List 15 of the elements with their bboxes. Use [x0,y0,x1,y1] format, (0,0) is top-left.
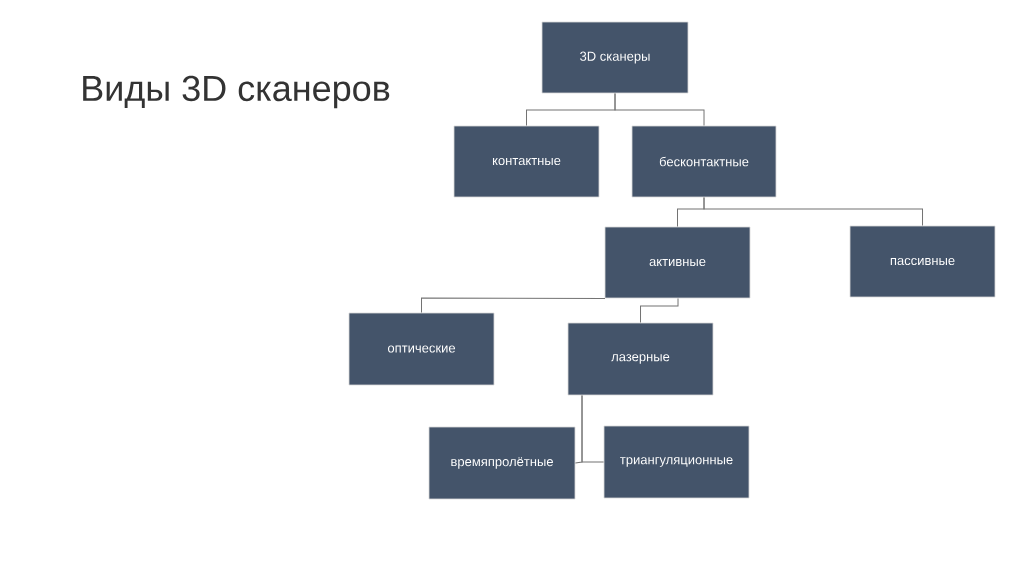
category-box: контактные [453,125,600,198]
category-box: пассивные [849,225,996,298]
connector-line [703,196,923,227]
connector-line [421,297,606,314]
category-box: триангуляционные [603,425,750,499]
connector-line [640,297,679,324]
category-box: 3D сканеры [541,21,689,94]
category-box: времяпролётные [428,426,576,500]
slide-title: Виды 3D сканеров [83,75,390,109]
category-box: активные [604,226,751,299]
connector-line [581,394,605,463]
category-box: оптические [348,312,495,386]
category-box: бесконтактные [631,125,777,198]
connector-line [614,92,705,127]
category-box: лазерные [567,322,714,396]
